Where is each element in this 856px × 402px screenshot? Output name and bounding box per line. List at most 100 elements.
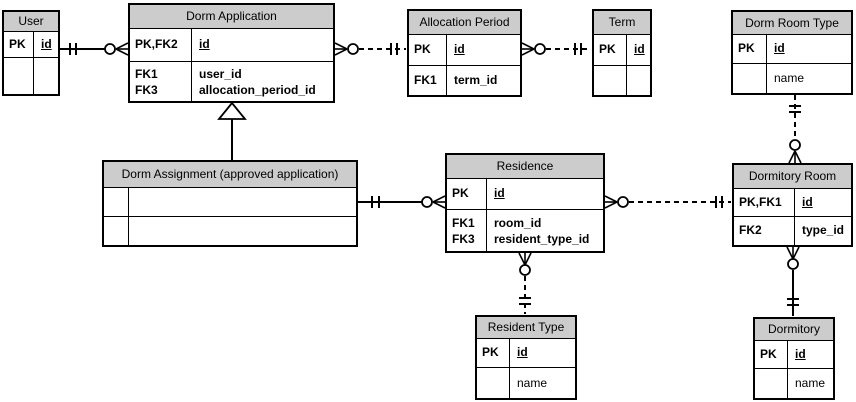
key-label bbox=[477, 368, 510, 398]
attribute-name: id bbox=[774, 41, 785, 55]
attribute-name: id bbox=[199, 37, 210, 51]
key-label bbox=[4, 58, 34, 94]
attribute-name: type_id bbox=[802, 223, 845, 237]
entity-title: Allocation Period bbox=[409, 11, 520, 35]
attribute-row: PK id bbox=[409, 35, 520, 66]
attribute-row: FK1 FK3 user_id allocation_period_id bbox=[130, 62, 333, 101]
key-label: PK bbox=[755, 341, 788, 368]
attribute-row: FK2 type_id bbox=[734, 217, 851, 245]
key-label: FK1 bbox=[409, 66, 447, 95]
zero-marker bbox=[534, 43, 546, 55]
attribute-row: PK id bbox=[755, 341, 833, 369]
key-label bbox=[104, 188, 129, 216]
crow-foot-many-marker bbox=[788, 150, 802, 164]
attribute-row: PK,FK1 id bbox=[734, 189, 851, 217]
key-label bbox=[755, 369, 788, 398]
attribute-row: name bbox=[477, 368, 575, 398]
attribute-name: name bbox=[517, 376, 548, 390]
crow-foot-many-marker bbox=[521, 42, 535, 56]
entity-title: Dorm Room Type bbox=[733, 12, 851, 35]
one-and-only-one-marker bbox=[715, 196, 723, 208]
zero-marker bbox=[104, 43, 116, 55]
attribute-name: id bbox=[802, 195, 813, 209]
zero-marker bbox=[617, 196, 629, 208]
relationship-dorm-assignment-residence bbox=[358, 195, 446, 209]
crow-foot-many-marker bbox=[432, 195, 446, 209]
entity-dormitory-room: Dormitory Room PK,FK1 id FK2 type_id bbox=[732, 163, 853, 247]
entity-title: Residence bbox=[447, 155, 603, 179]
key-label bbox=[104, 217, 129, 245]
attribute-name: id bbox=[41, 37, 52, 51]
entity-title: Dormitory Room bbox=[734, 165, 851, 189]
relationship-dorm-application-allocation-period bbox=[334, 42, 406, 56]
entity-title: Dormitory bbox=[755, 319, 833, 341]
attribute-row: PK id bbox=[447, 179, 603, 210]
key-label: PK bbox=[4, 32, 34, 57]
zero-marker bbox=[789, 139, 801, 151]
attribute-row bbox=[104, 188, 356, 217]
attribute-name: id bbox=[454, 42, 465, 56]
attribute-row bbox=[594, 66, 650, 95]
zero-marker bbox=[787, 258, 799, 270]
attribute-row: PK id bbox=[594, 35, 650, 66]
zero-marker bbox=[347, 43, 359, 55]
attribute-name: id bbox=[634, 42, 645, 56]
key-label: PK,FK1 bbox=[734, 189, 795, 216]
attribute-name: name bbox=[774, 71, 805, 85]
entity-dorm-room-type: Dorm Room Type PK id name bbox=[731, 10, 853, 95]
attribute-row: PK,FK2 id bbox=[130, 29, 333, 62]
attribute-name bbox=[129, 188, 356, 216]
attribute-name: term_id bbox=[454, 73, 498, 87]
entity-user: User PK id bbox=[2, 10, 60, 96]
key-label bbox=[733, 64, 767, 93]
relationship-user-dorm-application bbox=[60, 42, 129, 56]
key-label: PK bbox=[409, 35, 447, 65]
entity-dormitory: Dormitory PK id name bbox=[753, 317, 835, 400]
entity-dorm-assignment: Dorm Assignment (approved application) bbox=[102, 160, 358, 247]
crow-foot-many-marker bbox=[786, 246, 800, 260]
entity-title: Dorm Application bbox=[130, 5, 333, 29]
crow-foot-many-marker bbox=[518, 252, 532, 266]
attribute-name: id bbox=[517, 345, 528, 359]
relationship-dormitory-room-dormitory bbox=[786, 246, 800, 316]
attribute-name: room_id resident_type_id bbox=[494, 216, 590, 246]
crow-foot-many-marker bbox=[604, 195, 618, 209]
one-and-only-one-marker bbox=[390, 43, 398, 55]
entity-title: User bbox=[4, 12, 58, 32]
zero-marker bbox=[421, 196, 433, 208]
key-label: PK bbox=[447, 179, 487, 209]
attribute-name bbox=[627, 66, 650, 95]
entity-dorm-application: Dorm Application PK,FK2 id FK1 FK3 user_… bbox=[128, 3, 335, 103]
attribute-name: id bbox=[795, 347, 806, 361]
attribute-row: PK id bbox=[4, 32, 58, 58]
one-and-only-one-marker bbox=[789, 105, 801, 113]
key-label: PK bbox=[477, 339, 510, 367]
attribute-row: PK id bbox=[477, 339, 575, 368]
one-and-only-one-marker bbox=[787, 298, 799, 306]
attribute-row bbox=[104, 217, 356, 245]
inheritance-triangle bbox=[217, 101, 247, 120]
key-label bbox=[594, 66, 627, 95]
entity-title: Term bbox=[594, 11, 650, 35]
key-label: FK1 FK3 bbox=[447, 210, 487, 251]
key-label: PK bbox=[733, 35, 767, 63]
entity-title: Dorm Assignment (approved application) bbox=[104, 162, 356, 188]
attribute-name bbox=[129, 217, 356, 245]
zero-marker bbox=[519, 264, 531, 276]
attribute-name: name bbox=[795, 376, 826, 390]
generalization-dorm-assignment-dorm-application bbox=[217, 101, 247, 160]
attribute-row: name bbox=[733, 64, 851, 93]
crow-foot-many-marker bbox=[115, 42, 129, 56]
one-and-only-one-marker bbox=[371, 196, 380, 208]
one-and-only-one-marker bbox=[519, 297, 531, 305]
attribute-row: FK1 FK3 room_id resident_type_id bbox=[447, 210, 603, 251]
attribute-row: name bbox=[755, 369, 833, 398]
relationship-residence-resident-type bbox=[518, 252, 532, 314]
entity-allocation-period: Allocation Period PK id FK1 term_id bbox=[407, 9, 522, 97]
attribute-row bbox=[4, 58, 58, 94]
attribute-name: user_id allocation_period_id bbox=[199, 67, 316, 97]
relationship-allocation-period-term bbox=[521, 42, 591, 56]
key-label: PK,FK2 bbox=[130, 29, 192, 61]
